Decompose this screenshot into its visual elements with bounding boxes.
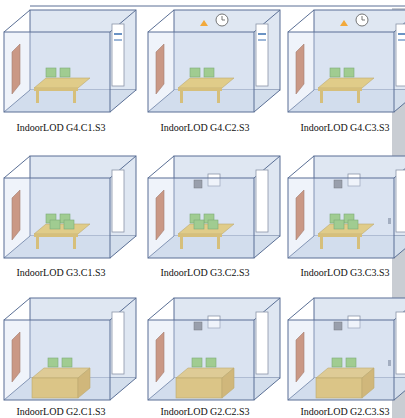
room-cube	[288, 298, 405, 400]
room-part	[148, 320, 254, 400]
room-cube	[4, 10, 136, 112]
clock-hand	[222, 16, 225, 20]
room-caption: IndoorLOD G2.C3.S3	[300, 406, 389, 418]
lamp	[340, 20, 348, 26]
room-part	[254, 90, 280, 112]
room-part	[394, 378, 405, 400]
room-part	[148, 298, 174, 320]
room-caption: IndoorLOD G3.C3.S3	[300, 267, 389, 279]
room-part	[254, 236, 280, 258]
room-part	[4, 10, 30, 32]
room-part	[288, 298, 314, 320]
room-part	[110, 236, 136, 258]
computer-slot	[114, 40, 122, 41]
room-part	[4, 178, 110, 258]
room-part	[254, 378, 280, 400]
lamp	[200, 20, 208, 26]
room-part	[4, 320, 110, 400]
room-caption: IndoorLOD G2.C2.S3	[160, 406, 249, 418]
cabinet	[112, 312, 124, 374]
room-part	[110, 378, 136, 400]
room-cube	[148, 298, 280, 400]
room-part	[148, 156, 174, 178]
cabinet	[396, 170, 405, 232]
room-part	[4, 32, 110, 112]
clock-hand	[362, 16, 365, 20]
cabinet	[256, 24, 268, 86]
room-caption: IndoorLOD G2.C1.S3	[16, 406, 105, 418]
room-part	[288, 156, 314, 178]
room-part	[148, 178, 254, 258]
frame-line	[30, 6, 405, 7]
room-cube	[148, 10, 280, 112]
cabinet	[112, 24, 124, 86]
room-part	[394, 236, 405, 258]
cabinet	[256, 170, 268, 232]
room-part	[110, 90, 136, 112]
computer-slot	[398, 33, 405, 35]
room-caption: IndoorLOD G4.C1.S3	[16, 122, 105, 134]
room-part	[394, 90, 405, 112]
room-part	[148, 32, 254, 112]
clock	[216, 14, 228, 26]
room-cube	[148, 156, 280, 258]
computer-slot	[258, 40, 266, 41]
room-cube	[288, 10, 405, 112]
room-part	[4, 298, 30, 320]
room-caption: IndoorLOD G4.C3.S3	[300, 122, 389, 134]
computer-slot	[114, 33, 122, 35]
room-part	[4, 156, 30, 178]
room-cube	[4, 298, 136, 400]
room-part	[288, 10, 314, 32]
cabinet	[396, 24, 405, 86]
room-part	[288, 32, 394, 112]
room-part	[288, 320, 394, 400]
clock	[356, 14, 368, 26]
room-caption: IndoorLOD G3.C2.S3	[160, 267, 249, 279]
computer-slot	[258, 33, 266, 35]
room-cube	[288, 156, 405, 258]
computer-slot	[398, 40, 405, 41]
cabinet	[256, 312, 268, 374]
cabinet	[396, 312, 405, 374]
room-cube	[4, 156, 136, 258]
cabinet	[112, 170, 124, 232]
room-caption: IndoorLOD G4.C2.S3	[160, 122, 249, 134]
room-part	[148, 10, 174, 32]
room-part	[288, 178, 394, 258]
room-caption: IndoorLOD G3.C1.S3	[16, 267, 105, 279]
